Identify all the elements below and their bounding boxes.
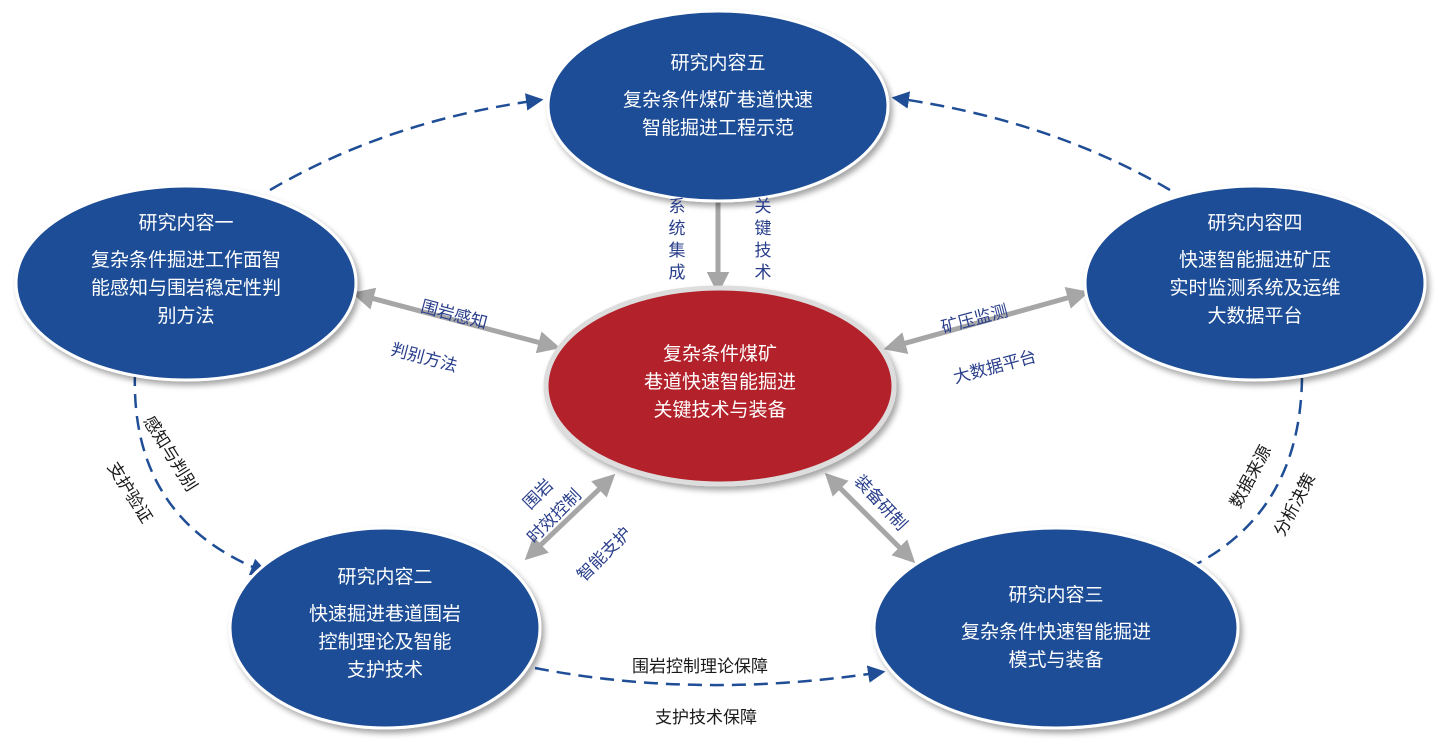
dashed-arrow-n4-to-n3 bbox=[1174, 377, 1304, 576]
node-5-body-2: 智能掘进工程示范 bbox=[641, 117, 794, 139]
node-2-body-1: 快速掘进巷道围岩 bbox=[308, 603, 461, 625]
arrow-n3-center bbox=[824, 472, 916, 564]
node-4-shape bbox=[1083, 184, 1427, 382]
arrow-n1-center bbox=[351, 287, 561, 354]
node-2-title: 研究内容二 bbox=[337, 566, 433, 588]
node-5: 研究内容五 复杂条件煤矿巷道快速 智能掘进工程示范 bbox=[568, 48, 868, 142]
node-2-body-3: 支护技术 bbox=[346, 659, 423, 681]
center-line-3: 关键技术与装备 bbox=[653, 399, 787, 421]
node-1-title: 研究内容一 bbox=[138, 212, 234, 234]
dashed-arrow-n1-to-n5 bbox=[269, 93, 544, 192]
node-5-shape bbox=[546, 9, 890, 203]
node-4: 研究内容四 快速智能掘进矿压 实时监测系统及运维 大数据平台 bbox=[1105, 208, 1405, 330]
node-2-shape bbox=[228, 526, 542, 730]
node-2: 研究内容二 快速掘进巷道围岩 控制理论及智能 支护技术 bbox=[240, 562, 530, 684]
label-system-integration: 系统集成 bbox=[668, 197, 686, 283]
dashed-arrow-n4-to-n5 bbox=[891, 91, 1171, 192]
node-3-body-1: 复杂条件快速智能掘进 bbox=[960, 621, 1151, 643]
node-5-title: 研究内容五 bbox=[670, 52, 766, 74]
node-4-body-2: 实时监测系统及运维 bbox=[1169, 277, 1341, 299]
node-5-body-1: 复杂条件煤矿巷道快速 bbox=[622, 89, 813, 111]
node-3-title: 研究内容三 bbox=[1008, 584, 1104, 606]
node-3-body-2: 模式与装备 bbox=[1008, 649, 1104, 671]
node-1-body-1: 复杂条件掘进工作面智 bbox=[90, 249, 281, 271]
node-1: 研究内容一 复杂条件掘进工作面智 能感知与围岩稳定性判 别方法 bbox=[36, 208, 336, 330]
node-1-body-3: 别方法 bbox=[157, 305, 215, 327]
node-4-body-3: 大数据平台 bbox=[1207, 305, 1303, 327]
label-support-tech-guarantee: 支护技术保障 bbox=[655, 708, 757, 728]
node-4-title: 研究内容四 bbox=[1207, 212, 1303, 234]
node-3: 研究内容三 复杂条件快速智能掘进 模式与装备 bbox=[901, 580, 1211, 674]
arrow-n4-center bbox=[883, 287, 1090, 354]
node-4-body-1: 快速智能掘进矿压 bbox=[1178, 249, 1331, 271]
center-node: 复杂条件煤矿 巷道快速智能掘进 关键技术与装备 bbox=[580, 340, 860, 424]
dashed-arrow-n1-to-n2 bbox=[133, 371, 269, 576]
node-1-shape bbox=[14, 184, 358, 382]
center-node-shape bbox=[543, 285, 897, 487]
arrow-n2-center bbox=[524, 473, 616, 561]
label-rock-theory-guarantee: 围岩控制理论保障 bbox=[632, 657, 768, 677]
center-line-2: 巷道快速智能掘进 bbox=[643, 371, 796, 393]
node-2-body-2: 控制理论及智能 bbox=[318, 631, 452, 653]
dashed-arrow-n2-to-n3 bbox=[534, 665, 886, 687]
node-1-body-2: 能感知与围岩稳定性判 bbox=[90, 277, 281, 299]
label-key-technology: 关键技术 bbox=[754, 197, 772, 283]
center-line-1: 复杂条件煤矿 bbox=[662, 343, 777, 365]
node-3-shape bbox=[872, 526, 1240, 730]
